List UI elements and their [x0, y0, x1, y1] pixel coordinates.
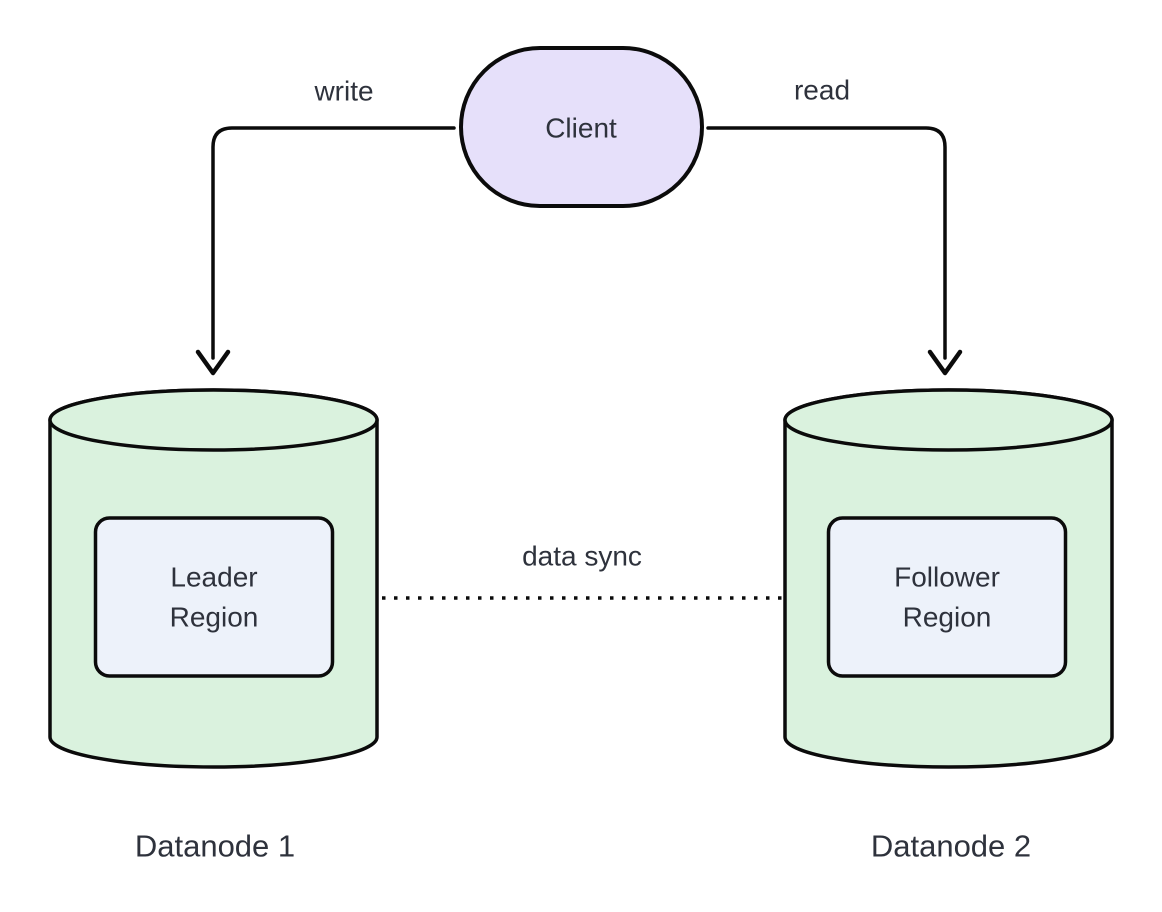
client-node-shape [459, 46, 704, 208]
client-node-label: Client [545, 113, 617, 144]
data-sync-edge-label: data sync [522, 541, 642, 572]
data-sync-edge: data sync [346, 541, 824, 616]
read-edge-line [706, 126, 947, 360]
leader-region-box [93, 516, 335, 678]
read-edge-arrowhead-icon [927, 349, 963, 376]
leader-region-label-line2: Region [170, 602, 259, 633]
follower-region-box [826, 516, 1068, 678]
read-edge: read [706, 75, 963, 376]
follower-region-label-line1: Follower [894, 562, 1000, 593]
datanode1-cylinder: Leader Region [48, 388, 379, 769]
datanode1-caption: Datanode 1 [135, 829, 295, 864]
client-node: Client [459, 46, 704, 208]
write-edge-label: write [313, 76, 373, 107]
datanode2-cylinder: Follower Region [783, 388, 1114, 769]
write-edge: write [195, 76, 456, 376]
leader-region-label-line1: Leader [170, 562, 257, 593]
write-edge-arrowhead-icon [195, 349, 231, 376]
follower-region-label-line2: Region [903, 602, 992, 633]
datanode1-cylinder-top [48, 388, 379, 452]
read-edge-label: read [794, 75, 850, 106]
datanode2-cylinder-top [783, 388, 1114, 452]
write-edge-line [211, 126, 456, 360]
datanode2-caption: Datanode 2 [871, 829, 1031, 864]
